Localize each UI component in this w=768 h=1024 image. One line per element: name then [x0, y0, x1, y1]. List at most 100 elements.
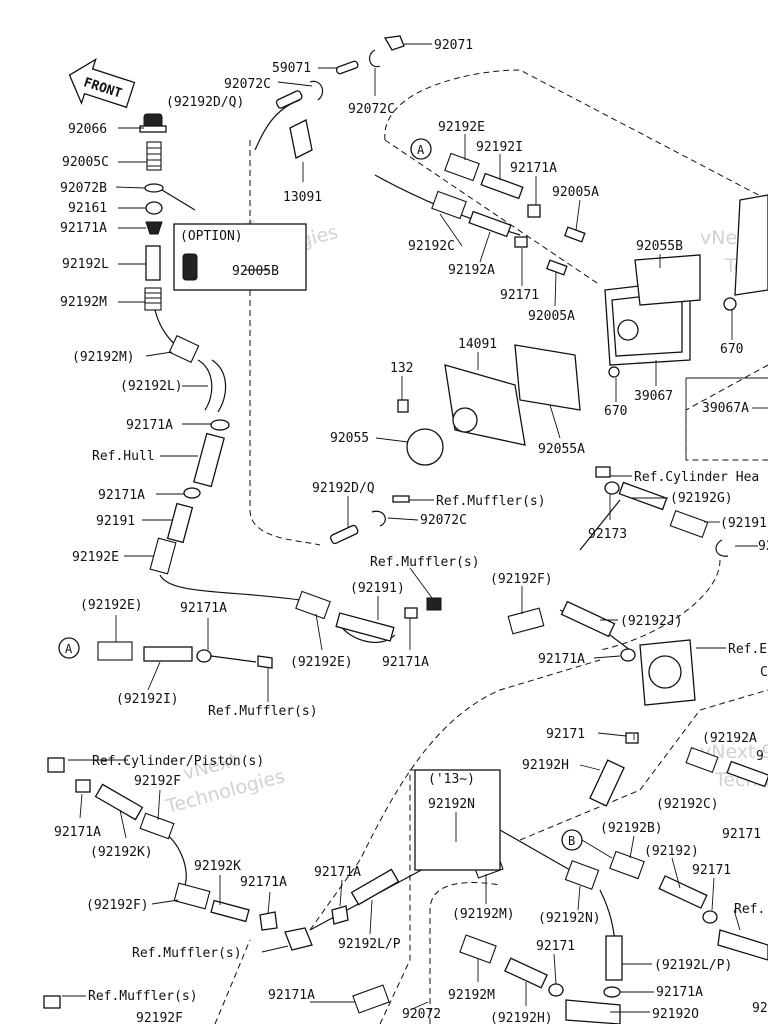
hose-92192K — [210, 899, 250, 923]
hose-92192LP-p — [605, 935, 623, 981]
year-box — [414, 769, 501, 871]
option-box — [173, 223, 307, 291]
label-ref-muffler-4: Ref.Muffler(s) — [132, 946, 242, 961]
circle-B-label: B — [568, 834, 575, 848]
label-92072B: 92072B — [60, 181, 107, 196]
leader-92072C-top2 — [277, 81, 313, 87]
clamp-92171A-2 — [210, 419, 230, 431]
label-92072C-top: 92072C — [224, 77, 271, 92]
clamp-92171A-top — [527, 204, 541, 218]
part-labels: 92071 59071 92072C 92072C (92192D/Q) 130… — [54, 38, 768, 1024]
hose-92192A — [468, 210, 512, 238]
spring-92192F-mid — [507, 607, 545, 635]
leader-92192K-p — [119, 809, 127, 839]
hose-92192DQ-top — [275, 90, 303, 109]
spring-92192C — [431, 190, 467, 220]
label-92161: 92161 — [68, 201, 107, 216]
label-92192K-p: (92192K) — [90, 845, 153, 860]
label-92171A-low2: 92171A — [240, 875, 287, 890]
label-ref-e: Ref.E — [728, 642, 767, 657]
label-ref-muffler-2: Ref.Muffler(s) — [370, 555, 480, 570]
leader-92192M-p — [145, 351, 173, 357]
label-92192LP: 92192L/P — [338, 937, 401, 952]
label-92192O: 92192O — [652, 1007, 699, 1022]
label-9-right: 9 — [756, 749, 764, 764]
label-ref-hull: Ref.Hull — [92, 449, 155, 464]
label-92192DQ-top: (92192D/Q) — [166, 95, 244, 110]
center-diagonal-dash — [309, 659, 601, 931]
label-92005A-1: 92005A — [552, 185, 599, 200]
label-92171A-1: 92171A — [60, 221, 107, 236]
label-92-right: 92 — [758, 539, 768, 554]
label-92171A-low3: 92171A — [314, 865, 361, 880]
fitting-ref-muffler-5 — [43, 995, 61, 1009]
label-92171A-low4: 92171A — [656, 985, 703, 1000]
spring-92192M — [144, 287, 162, 311]
engine-outline-top — [384, 69, 768, 201]
clip-92072C-top2 — [309, 80, 324, 101]
clamp-92171A-low2 — [259, 911, 278, 931]
o-ring-670-left — [608, 366, 620, 378]
label-92192A-right: (92192A — [702, 731, 757, 746]
spring-92192F — [139, 812, 175, 840]
circle-A-top — [410, 138, 432, 160]
leader-lines — [62, 43, 768, 1013]
muffler-fitting-3 — [392, 495, 410, 503]
label-92072C-mid: 92072C — [420, 513, 467, 528]
gasket-92055B — [634, 254, 701, 306]
label-92192F-p: (92192F) — [490, 572, 553, 587]
label-92192M-low: 92192M — [448, 988, 495, 1003]
reference-circles: A A B — [58, 138, 583, 851]
label-92192E: 92192E — [72, 550, 119, 565]
label-13: ('13~) — [428, 772, 475, 787]
cover-14091-port — [452, 407, 478, 433]
clamp-92171A-4 — [196, 649, 212, 663]
label-ref-muffler-3: Ref.Muffler(s) — [436, 494, 546, 509]
spring-92192M-low — [459, 934, 497, 964]
hose-92192A-right — [726, 760, 768, 788]
fitting-ref-right — [717, 929, 768, 961]
gasket-92055A — [514, 344, 581, 411]
clip-92072C-top — [368, 49, 381, 68]
spring-92191-right — [669, 509, 709, 539]
label-ref-muffler-5: Ref.Muffler(s) — [88, 989, 198, 1004]
label-ref-cyl-piston: Ref.Cylinder/Piston(s) — [92, 754, 264, 769]
leader-92192A — [479, 231, 491, 263]
right-mid-parts — [507, 466, 768, 807]
label-92192M-p2: (92192M) — [452, 907, 515, 922]
label-92192I: 92192I — [476, 140, 523, 155]
label-92192H: 92192H — [522, 758, 569, 773]
fitting-92005A-2 — [545, 259, 568, 276]
leader-92171-low2 — [553, 953, 557, 985]
label-92171-low: 92171 — [692, 863, 731, 878]
label-92192C: 92192C — [408, 239, 455, 254]
hose-92192L-b — [211, 359, 227, 413]
clamp-92171-mid — [625, 732, 639, 744]
label-92192F: 92192F — [134, 774, 181, 789]
hose-92192H-p — [504, 957, 548, 989]
leader-92192E-p2 — [315, 613, 323, 651]
fitting-cyl-head — [595, 466, 611, 478]
spring-92192N-p — [564, 860, 600, 890]
leader-92192LP — [369, 899, 373, 935]
front-arrow: FRONT — [68, 57, 136, 109]
label-92191-right: (92191 — [720, 516, 767, 531]
leader-92192H — [579, 764, 601, 771]
hose-92192I-p — [143, 646, 193, 662]
label-92192I-p: (92192I) — [116, 692, 179, 707]
cover-14091 — [444, 364, 526, 446]
leader-92192F — [157, 789, 161, 821]
housing-right — [734, 194, 768, 296]
lower-left-parts — [43, 757, 768, 1024]
right-mid-dash — [599, 559, 721, 651]
label-92173: 92173 — [588, 527, 627, 542]
right-diagonal-dash — [519, 689, 768, 841]
label-92-bottom-right: 92 — [752, 1001, 768, 1016]
clamp-92072B-strap — [161, 189, 196, 211]
leader-92192B-p — [629, 835, 635, 859]
label-92192F-bottom: 92192F — [136, 1011, 183, 1024]
spring-92192M-coils — [145, 292, 161, 304]
leader-92192I-p — [147, 661, 161, 691]
o-ring-92055 — [406, 428, 444, 466]
hose-92192E — [159, 574, 301, 601]
